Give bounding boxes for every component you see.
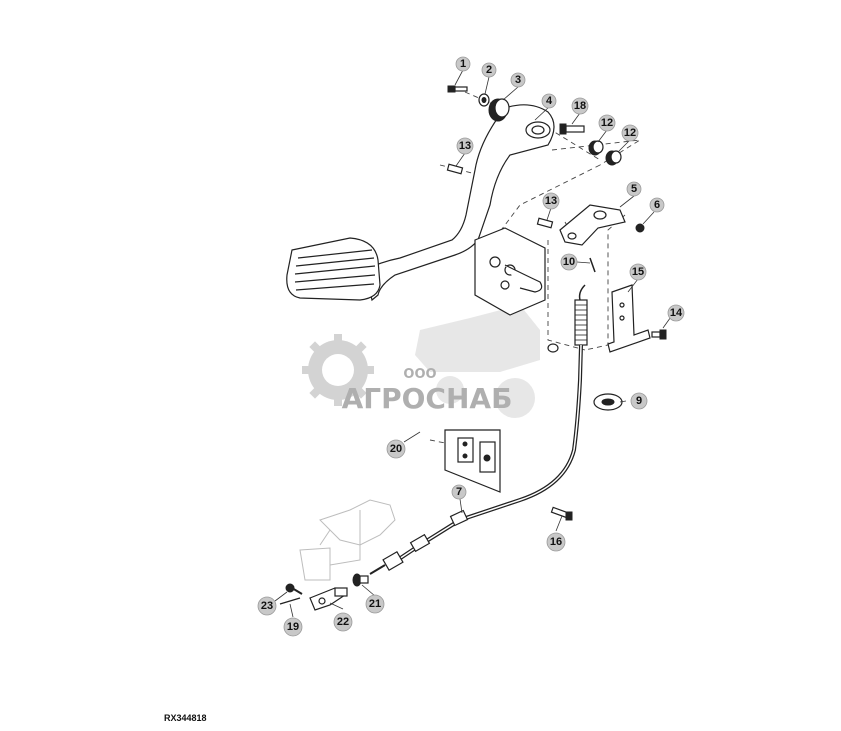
callout-16: 16 bbox=[546, 532, 566, 552]
callout-label: 23 bbox=[261, 600, 273, 612]
callout-label: 16 bbox=[550, 536, 562, 548]
callout-1: 1 bbox=[455, 56, 471, 72]
callout-label: 18 bbox=[574, 100, 586, 112]
callout-23: 23 bbox=[257, 596, 277, 616]
watermark-line1: ООО bbox=[403, 367, 436, 382]
bushing-12a bbox=[588, 140, 604, 156]
callout-label: 10 bbox=[563, 256, 575, 268]
callout-4: 4 bbox=[541, 93, 557, 109]
callout-label: 15 bbox=[632, 266, 644, 278]
bushing-3 bbox=[488, 98, 510, 122]
callout-label: 9 bbox=[636, 395, 642, 407]
figure-id: RX344818 bbox=[164, 713, 207, 723]
washer-2 bbox=[478, 93, 490, 107]
ghost-brake-assembly bbox=[299, 499, 396, 581]
callout-12b: 12 bbox=[621, 124, 639, 142]
pin-13a bbox=[446, 163, 464, 175]
watermark-harvester-icon bbox=[415, 305, 540, 418]
callout-10: 10 bbox=[560, 253, 578, 271]
callout-21: 21 bbox=[365, 594, 385, 614]
brake-cable-7 bbox=[369, 344, 583, 575]
callout-label: 13 bbox=[459, 140, 471, 152]
callout-label: 19 bbox=[287, 621, 299, 633]
bracket-15 bbox=[607, 284, 651, 353]
pin-23 bbox=[285, 583, 303, 595]
bracket-5 bbox=[559, 204, 626, 246]
callout-label: 22 bbox=[337, 616, 349, 628]
callout-label: 21 bbox=[369, 598, 381, 610]
bolt-14 bbox=[651, 329, 667, 340]
callout-18: 18 bbox=[571, 97, 589, 115]
callout-22: 22 bbox=[333, 612, 353, 632]
callout-label: 4 bbox=[546, 95, 553, 107]
brake-pedal bbox=[286, 104, 555, 302]
callout-3: 3 bbox=[510, 72, 526, 88]
bolt-1 bbox=[447, 85, 468, 93]
callout-7: 7 bbox=[451, 484, 467, 500]
callout-19: 19 bbox=[283, 617, 303, 637]
callout-label: 2 bbox=[486, 64, 492, 76]
bushing-12b bbox=[605, 150, 622, 166]
callout-label: 7 bbox=[456, 486, 462, 498]
callout-label: 20 bbox=[390, 443, 402, 455]
watermark-gear-icon bbox=[302, 334, 374, 406]
pedal-clevis-detail bbox=[474, 227, 546, 316]
callout-6: 6 bbox=[649, 197, 665, 213]
clip-20 bbox=[444, 429, 501, 493]
callout-12a: 12 bbox=[598, 114, 616, 132]
callout-label: 1 bbox=[460, 58, 466, 70]
callout-label: 6 bbox=[654, 199, 660, 211]
pin-13b bbox=[536, 217, 554, 229]
watermark-line2: АГРОСНАБ bbox=[342, 382, 513, 415]
nut-21 bbox=[352, 573, 369, 587]
callout-5: 5 bbox=[626, 181, 642, 197]
callout-15: 15 bbox=[629, 263, 647, 281]
callout-label: 12 bbox=[601, 117, 613, 129]
callout-20: 20 bbox=[386, 439, 406, 459]
clevis-22 bbox=[309, 587, 348, 611]
callout-14: 14 bbox=[667, 304, 685, 322]
callout-13a: 13 bbox=[456, 137, 474, 155]
bolt-6 bbox=[635, 223, 645, 233]
pin-10 bbox=[589, 257, 596, 273]
bolt-16 bbox=[550, 506, 573, 521]
leader-lines bbox=[274, 69, 674, 618]
callout-label: 12 bbox=[624, 127, 636, 139]
watermark: ООО АГРОСНАБ bbox=[302, 305, 540, 418]
bolt-18 bbox=[559, 123, 585, 135]
callout-label: 14 bbox=[670, 307, 683, 319]
grommet-9 bbox=[593, 393, 623, 411]
callout-label: 3 bbox=[515, 74, 521, 86]
callout-label: 13 bbox=[545, 195, 557, 207]
callout-9: 9 bbox=[630, 392, 648, 410]
cable-spring bbox=[547, 284, 588, 353]
callout-2: 2 bbox=[481, 62, 497, 78]
callout-13b: 13 bbox=[542, 192, 560, 210]
cotter-pin-19 bbox=[279, 597, 301, 605]
callout-label: 5 bbox=[631, 183, 637, 195]
